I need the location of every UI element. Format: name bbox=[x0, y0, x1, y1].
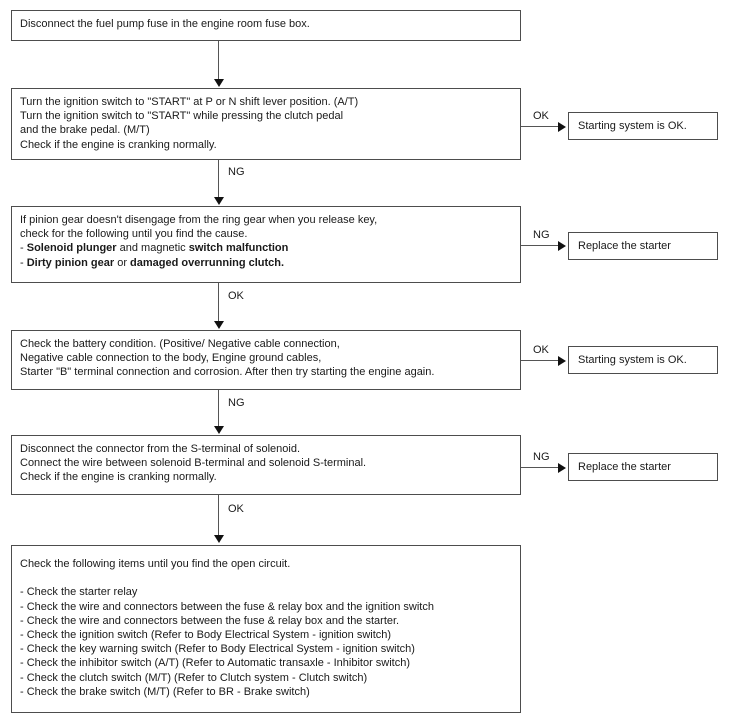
terminal-label-starting-system-ok-2: Starting system is OK. bbox=[578, 354, 687, 366]
branch-step2-ok-arrowhead bbox=[558, 122, 566, 132]
flow-box-step-3: If pinion gear doesn't disengage from th… bbox=[11, 206, 521, 283]
step-6-line-1: Check the following items until you find… bbox=[20, 558, 291, 570]
terminal-label-replace-starter-1: Replace the starter bbox=[578, 240, 671, 252]
step-3-line-4-seg-1: - bbox=[20, 256, 27, 269]
branch-step5-ng-arrowhead bbox=[558, 463, 566, 473]
branch-label-step4-ok: OK bbox=[533, 344, 549, 356]
step-2-line-4: Check if the engine is cranking normally… bbox=[20, 138, 217, 151]
step-3-line-3-seg-2: Solenoid plunger bbox=[26, 242, 117, 255]
step-3-line-4-seg-3: or bbox=[114, 256, 131, 269]
connector-step4-to-step5 bbox=[218, 390, 219, 427]
step-3-line-3-seg-4: switch malfunction bbox=[188, 242, 289, 255]
terminal-box-replace-starter-2: Replace the starter bbox=[568, 453, 718, 481]
connector-step5-to-step6 bbox=[218, 495, 219, 536]
branch-label-step2-ng: NG bbox=[228, 166, 245, 178]
step-3-line-3: - Solenoid plunger and magnetic switch m… bbox=[20, 241, 512, 255]
branch-step2-ok-line bbox=[521, 126, 561, 127]
step-6-spacer bbox=[20, 571, 512, 585]
branch-step4-ok-arrowhead bbox=[558, 356, 566, 366]
step-3-line-1: If pinion gear doesn't disengage from th… bbox=[20, 214, 378, 226]
connector-step2-to-step3 bbox=[218, 160, 219, 198]
flow-box-step-5: Disconnect the connector from the S-term… bbox=[11, 435, 521, 495]
connector-step3-to-step4 bbox=[218, 283, 219, 322]
step-5-line-1: Disconnect the connector from the S-term… bbox=[20, 443, 301, 455]
branch-step4-ok-line bbox=[521, 360, 561, 361]
connector-step3-to-step4-arrowhead bbox=[214, 321, 224, 329]
branch-label-step4-ng: NG bbox=[228, 397, 245, 409]
step-1-line-1: Disconnect the fuel pump fuse in the eng… bbox=[20, 18, 310, 30]
step-6-item-3: - Check the wire and connectors between … bbox=[20, 614, 400, 627]
step-4-line-2: Negative cable connection to the body, E… bbox=[20, 352, 322, 365]
flow-box-step-1: Disconnect the fuel pump fuse in the eng… bbox=[11, 10, 521, 41]
step-5-line-2: Connect the wire between solenoid B-term… bbox=[20, 457, 367, 470]
step-6-item-4: - Check the ignition switch (Refer to Bo… bbox=[20, 629, 392, 641]
step-6-item-5: - Check the key warning switch (Refer to… bbox=[20, 643, 415, 656]
terminal-box-starting-system-ok-1: Starting system is OK. bbox=[568, 112, 718, 140]
step-5-line-3: Check if the engine is cranking normally… bbox=[20, 471, 217, 484]
step-3-line-4-seg-2: Dirty pinion gear bbox=[26, 256, 115, 269]
step-6-item-7: - Check the clutch switch (M/T) (Refer t… bbox=[20, 671, 368, 684]
branch-label-step5-ng: NG bbox=[533, 451, 550, 463]
step-2-line-3: and the brake pedal. (M/T) bbox=[20, 124, 150, 137]
branch-label-step5-ok: OK bbox=[228, 503, 244, 515]
step-6-item-8: - Check the brake switch (M/T) (Refer to… bbox=[20, 685, 310, 698]
terminal-box-replace-starter-1: Replace the starter bbox=[568, 232, 718, 260]
step-4-line-1: Check the battery condition. (Positive/ … bbox=[20, 338, 340, 350]
branch-label-step2-ok: OK bbox=[533, 110, 549, 122]
branch-step3-ng-arrowhead bbox=[558, 241, 566, 251]
step-2-line-2: Turn the ignition switch to "START" whil… bbox=[20, 110, 344, 123]
flow-box-step-2: Turn the ignition switch to "START" at P… bbox=[11, 88, 521, 160]
step-3-line-3-seg-1: - bbox=[20, 242, 27, 255]
step-6-item-1: - Check the starter relay bbox=[20, 586, 138, 599]
connector-step1-to-step2 bbox=[218, 41, 219, 80]
connector-step4-to-step5-arrowhead bbox=[214, 426, 224, 434]
flow-box-step-6: Check the following items until you find… bbox=[11, 545, 521, 713]
connector-step5-to-step6-arrowhead bbox=[214, 535, 224, 543]
step-2-line-1: Turn the ignition switch to "START" at P… bbox=[20, 96, 359, 108]
terminal-label-replace-starter-2: Replace the starter bbox=[578, 461, 671, 473]
connector-step1-to-step2-arrowhead bbox=[214, 79, 224, 87]
branch-step3-ng-line bbox=[521, 245, 561, 246]
step-3-line-2: check for the following until you find t… bbox=[20, 228, 248, 241]
step-3-line-3-seg-3: and magnetic bbox=[116, 242, 189, 255]
flow-box-step-4: Check the battery condition. (Positive/ … bbox=[11, 330, 521, 390]
connector-step2-to-step3-arrowhead bbox=[214, 197, 224, 205]
step-3-line-4-seg-4: damaged overrunning clutch. bbox=[130, 256, 285, 269]
branch-label-step3-ng: NG bbox=[533, 229, 550, 241]
step-6-item-2: - Check the wire and connectors between … bbox=[20, 600, 434, 613]
step-6-item-6: - Check the inhibitor switch (A/T) (Refe… bbox=[20, 657, 411, 670]
terminal-label-starting-system-ok-1: Starting system is OK. bbox=[578, 120, 687, 132]
branch-step5-ng-line bbox=[521, 467, 561, 468]
step-3-line-4: - Dirty pinion gear or damaged overrunni… bbox=[20, 256, 512, 270]
terminal-box-starting-system-ok-2: Starting system is OK. bbox=[568, 346, 718, 374]
branch-label-step3-ok: OK bbox=[228, 290, 244, 302]
step-4-line-3: Starter "B" terminal connection and corr… bbox=[20, 366, 435, 379]
